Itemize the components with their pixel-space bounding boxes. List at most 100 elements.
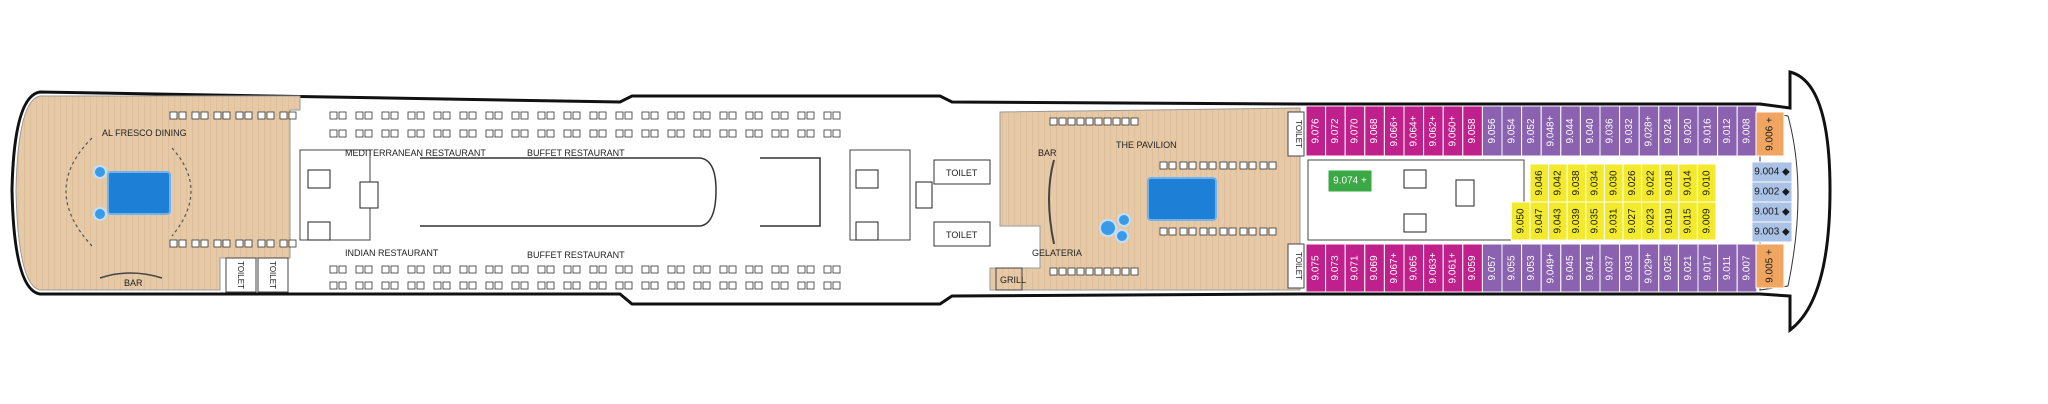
- cabin-top-15[interactable]: 9.036: [1599, 105, 1621, 157]
- cabin-bottom-13[interactable]: 9.045: [1560, 243, 1581, 293]
- cabin-inner-top-6[interactable]: 9.022: [1641, 163, 1661, 203]
- fwd-toilet-box-top: [1287, 111, 1305, 157]
- buffet-counter-fwd: [760, 157, 821, 227]
- table-row-top-4: [355, 111, 373, 120]
- cabin-inner-top-0[interactable]: 9.046: [1529, 163, 1550, 203]
- cabin-bottom-10[interactable]: 9.055: [1501, 243, 1523, 293]
- alfresco-table-82: [191, 111, 209, 120]
- cabin-bottom-22[interactable]: 9.007: [1736, 243, 1758, 293]
- aft-lift-1: [307, 169, 331, 189]
- cabin-fwd-blue-3[interactable]: 9.003 ◆: [1751, 221, 1793, 243]
- cabin-bottom-1[interactable]: 9.073: [1325, 243, 1346, 293]
- cabin-inner-top-3[interactable]: 9.034: [1585, 163, 1605, 203]
- cabin-inner-bottom-8[interactable]: 9.019: [1659, 201, 1680, 241]
- cabin-fwd-blue-1[interactable]: 9.002 ◆: [1751, 181, 1793, 203]
- cabin-bottom-15[interactable]: 9.037: [1599, 243, 1621, 293]
- table-row-bottom-23: [459, 281, 477, 290]
- cabin-top-14[interactable]: 9.040: [1579, 105, 1601, 157]
- cabin-inner-bottom-10[interactable]: 9.009: [1696, 201, 1717, 241]
- cabin-top-22[interactable]: 9.008: [1736, 105, 1758, 157]
- cabin-bottom-11[interactable]: 9.053: [1521, 243, 1542, 293]
- cabin-bottom-7[interactable]: 9.061+: [1442, 243, 1464, 293]
- table-row-bottom-39: [563, 281, 581, 290]
- alfresco-table-89: [257, 239, 275, 248]
- cabin-bottom-14[interactable]: 9.041: [1579, 243, 1601, 293]
- cabin-fwd-blue-2[interactable]: 9.001 ◆: [1751, 201, 1793, 223]
- cabin-inner-top-1[interactable]: 9.042: [1548, 163, 1568, 203]
- cabin-bottom-17[interactable]: 9.029+: [1638, 243, 1660, 293]
- alfresco-table-81: [169, 239, 187, 248]
- cabin-bottom-3[interactable]: 9.069: [1364, 243, 1385, 293]
- table-row-bottom-71: [771, 281, 789, 290]
- cabin-top-13[interactable]: 9.044: [1560, 105, 1581, 157]
- cabin-bottom-20[interactable]: 9.017: [1697, 243, 1719, 293]
- cabin-inner-bottom-7-number: 9.023: [1646, 208, 1657, 233]
- cabin-bottom-8[interactable]: 9.059: [1462, 243, 1483, 293]
- cabin-top-8[interactable]: 9.058: [1462, 105, 1483, 157]
- cabin-top-18[interactable]: 9.024: [1658, 105, 1679, 157]
- cabin-bottom-16[interactable]: 9.033: [1619, 243, 1640, 293]
- cabin-inner-top-9[interactable]: 9.010: [1696, 163, 1717, 203]
- cabin-top-9[interactable]: 9.056: [1481, 105, 1503, 157]
- cabin-inner-top-7-number: 9.018: [1664, 170, 1675, 195]
- cabin-bottom-5[interactable]: 9.065: [1403, 243, 1425, 293]
- cabin-inner-bottom-1[interactable]: 9.047: [1529, 201, 1550, 241]
- cabin-inner-bottom-4[interactable]: 9.035: [1585, 201, 1605, 241]
- cabin-inner-top-2[interactable]: 9.038: [1566, 163, 1587, 203]
- cabin-bottom-6[interactable]: 9.063+: [1423, 243, 1444, 293]
- cabin-inner-top-4[interactable]: 9.030: [1603, 163, 1624, 203]
- cabin-inner-top-8[interactable]: 9.014: [1678, 163, 1698, 203]
- cabin-top-7[interactable]: 9.060+: [1442, 105, 1464, 157]
- cabin-bottom-9[interactable]: 9.057: [1481, 243, 1503, 293]
- cabin-top-10[interactable]: 9.054: [1501, 105, 1523, 157]
- cabin-inner-bottom-9[interactable]: 9.015: [1678, 201, 1698, 241]
- cabin-inner-bottom-6[interactable]: 9.027: [1622, 201, 1643, 241]
- cabin-inner-bottom-7[interactable]: 9.023: [1641, 201, 1661, 241]
- cabin-top-0-number: 9.076: [1310, 118, 1321, 143]
- cabin-inner-bottom-5[interactable]: 9.031: [1603, 201, 1624, 241]
- cabin-top-14-number: 9.040: [1585, 118, 1596, 143]
- cabin-top-4[interactable]: 9.066+: [1383, 105, 1405, 157]
- pavilion-lounger-103: [1259, 227, 1277, 236]
- cabin-top-19[interactable]: 9.020: [1677, 105, 1699, 157]
- cabin-inner-bottom-2[interactable]: 9.043: [1548, 201, 1568, 241]
- table-row-top-5: [355, 129, 373, 138]
- cabin-top-16[interactable]: 9.032: [1619, 105, 1640, 157]
- cabin-top-7-number: 9.060+: [1448, 115, 1459, 146]
- cabin-top-20[interactable]: 9.016: [1697, 105, 1719, 157]
- cabin-inner-bottom-0[interactable]: 9.050: [1510, 201, 1531, 241]
- cabin-top-11[interactable]: 9.052: [1521, 105, 1542, 157]
- cabin-green[interactable]: 9.074 +: [1327, 169, 1373, 193]
- cabin-top-5[interactable]: 9.064+: [1403, 105, 1425, 157]
- cabin-fwd-blue-0-number: 9.004 ◆: [1754, 167, 1790, 178]
- cabin-top-21[interactable]: 9.012: [1717, 105, 1738, 157]
- table-row-bottom-7: [355, 281, 373, 290]
- cabin-bottom-19[interactable]: 9.021: [1677, 243, 1699, 293]
- cabin-bottom-4[interactable]: 9.067+: [1383, 243, 1405, 293]
- label-toilet-mid-bottom: TOILET: [946, 230, 978, 240]
- cabin-top-6[interactable]: 9.062+: [1423, 105, 1444, 157]
- cabin-top-1[interactable]: 9.072: [1325, 105, 1346, 157]
- cabin-bottom-21[interactable]: 9.011: [1717, 243, 1738, 293]
- cabin-bottom-18[interactable]: 9.025: [1658, 243, 1679, 293]
- cabin-inner-top-5[interactable]: 9.026: [1622, 163, 1643, 203]
- cabin-fwd-bottom[interactable]: 9.005 +: [1755, 243, 1785, 289]
- label-buffet-restaurant-bottom: BUFFET RESTAURANT: [527, 250, 625, 260]
- cabin-bottom-12[interactable]: 9.049+: [1540, 243, 1562, 293]
- table-row-top-44: [615, 111, 633, 120]
- cabin-top-21-number: 9.012: [1722, 118, 1733, 143]
- alfresco-table-80: [169, 111, 187, 120]
- cabin-bottom-2[interactable]: 9.071: [1344, 243, 1366, 293]
- cabin-top-3[interactable]: 9.068: [1364, 105, 1385, 157]
- cabin-top-2[interactable]: 9.070: [1344, 105, 1366, 157]
- table-row-bottom-75: [797, 281, 815, 290]
- cabin-top-12[interactable]: 9.048+: [1540, 105, 1562, 157]
- cabin-fwd-top[interactable]: 9.006 +: [1755, 111, 1785, 157]
- cabin-bottom-0[interactable]: 9.075: [1305, 243, 1327, 293]
- cabin-fwd-blue-0[interactable]: 9.004 ◆: [1751, 161, 1793, 183]
- cabin-inner-top-7[interactable]: 9.018: [1659, 163, 1680, 203]
- cabin-top-0[interactable]: 9.076: [1305, 105, 1327, 157]
- cabin-top-17[interactable]: 9.028+: [1638, 105, 1660, 157]
- cabin-inner-bottom-3[interactable]: 9.039: [1566, 201, 1587, 241]
